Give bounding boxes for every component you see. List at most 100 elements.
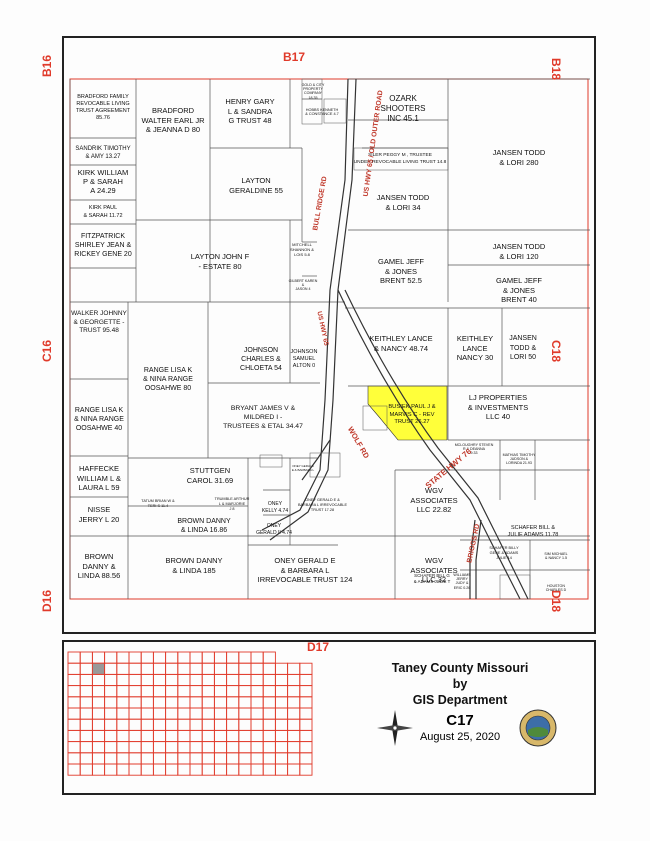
parcel-label: HENRY GARY L & SANDRA G TRUST 48 xyxy=(225,97,275,125)
parcel-label: GILBERT KAREN & JASON 4 xyxy=(288,279,318,292)
index-grid-cell xyxy=(201,696,215,709)
index-grid-cell xyxy=(67,718,81,731)
index-grid-cell xyxy=(79,696,93,709)
neighbor-top-left-label: B16 xyxy=(40,55,54,78)
parcel-label: WGV ASSOCIATES LLC 22.82 xyxy=(410,486,458,514)
index-grid-cell xyxy=(213,752,228,765)
index-grid-cell xyxy=(104,752,118,765)
index-grid-cell xyxy=(128,741,142,754)
neighbor-top-right-label: B18 xyxy=(549,58,563,81)
parcel-label: STUTTGEN CAROL 31.69 xyxy=(186,466,234,485)
index-grid-cell xyxy=(299,752,313,765)
parcel-label: KEITHLEY LANCE NANCY 30 xyxy=(456,334,494,362)
index-grid-cell xyxy=(299,763,313,776)
index-grid-cell xyxy=(165,741,179,754)
index-grid-cell xyxy=(140,718,154,731)
index-grid-cell xyxy=(201,651,215,664)
parcel-label: ONEY GERALD II 4.74 xyxy=(256,523,292,536)
index-grid-cell xyxy=(201,718,215,731)
index-grid-cell xyxy=(79,729,93,743)
index-grid-cell xyxy=(165,718,179,731)
sheet-date: August 25, 2020 xyxy=(419,731,501,743)
index-grid-cell xyxy=(91,752,106,765)
index-grid-cell xyxy=(116,685,130,698)
index-grid-cell xyxy=(287,673,301,687)
index-grid-cell xyxy=(79,707,93,720)
parcel-label: NISSE JERRY L 20 xyxy=(78,505,120,524)
index-grid-cell xyxy=(213,685,228,698)
index-grid-cell xyxy=(128,673,142,687)
index-grid-cell xyxy=(201,763,215,776)
index-grid-cell xyxy=(299,741,313,754)
index-grid-cell xyxy=(165,685,179,698)
index-grid-cell xyxy=(79,752,93,765)
index-grid-cell xyxy=(189,763,203,776)
index-grid-cell xyxy=(250,651,264,664)
parcel-label: TRUMBLE ARTHUR L & MARJORIE J 8 xyxy=(214,497,250,511)
index-grid-cell xyxy=(79,685,93,698)
index-grid-cell xyxy=(91,651,106,664)
index-grid-cell xyxy=(299,662,313,675)
parcel-label: OZARK SHOOTERS INC 45.1 xyxy=(380,94,426,123)
index-grid-cell xyxy=(201,707,215,720)
index-grid-cell xyxy=(262,763,276,776)
index-grid-cell xyxy=(177,718,191,731)
index-grid-cell xyxy=(67,763,81,776)
parcel-label: BRADFORD FAMILY REVOCABLE LIVING TRUST A… xyxy=(75,94,131,121)
index-grid-cell xyxy=(128,685,142,698)
index-grid-cell xyxy=(128,707,142,720)
index-grid-cell xyxy=(91,763,106,776)
parcel-label: FITZPATRICK SHIRLEY JEAN & RICKEY GENE 2… xyxy=(74,233,132,258)
county-seal-logo xyxy=(519,709,557,747)
index-grid-cell xyxy=(177,741,191,754)
index-grid-cell xyxy=(274,673,289,687)
index-grid-cell xyxy=(177,752,191,765)
index-grid-cell xyxy=(152,673,167,687)
index-grid-cell xyxy=(274,763,289,776)
parcel-label: JANSEN TODD & LORI 50 xyxy=(509,335,537,361)
index-grid-cell xyxy=(67,696,81,709)
index-grid-cell xyxy=(213,741,228,754)
index-grid-cell xyxy=(226,662,240,675)
parcel-label: SANDRIK TIMOTHY & AMY 13.27 xyxy=(75,146,131,160)
index-grid-cell xyxy=(262,752,276,765)
index-grid-cell xyxy=(201,752,215,765)
neighbor-bottom-left-label: D16 xyxy=(40,590,54,613)
index-grid-cell xyxy=(226,707,240,720)
index-grid-cell xyxy=(201,662,215,675)
index-grid-cell xyxy=(128,752,142,765)
index-grid-cell xyxy=(104,673,118,687)
index-grid-cell xyxy=(250,729,264,743)
parcel-label: JANSEN TODD & LORI 280 xyxy=(492,148,546,167)
index-grid-cell xyxy=(177,662,191,675)
county-title: Taney County Missouri xyxy=(391,661,529,675)
index-grid-cell xyxy=(140,651,154,664)
index-grid-cell xyxy=(238,685,252,698)
index-grid-cell xyxy=(91,729,106,743)
index-grid-cell xyxy=(91,685,106,698)
index-grid-cell xyxy=(189,707,203,720)
parcel-label: JOHNSON SAMUEL ALTON 0 xyxy=(290,349,318,369)
index-grid-cell xyxy=(140,741,154,754)
index-grid-cell xyxy=(287,696,301,709)
index-grid-cell xyxy=(262,651,276,664)
index-grid-cell xyxy=(79,718,93,731)
index-grid-cell xyxy=(238,673,252,687)
index-grid-cell xyxy=(238,651,252,664)
index-grid-cell xyxy=(189,651,203,664)
neighbor-bottom-label: D17 xyxy=(307,640,330,654)
index-grid-cell xyxy=(91,741,106,754)
index-grid-cell xyxy=(262,662,276,675)
index-grid-cell xyxy=(238,763,252,776)
parcel-label: SILER PEGGY M , TRUSTEE UNDER REVOCABLE … xyxy=(353,153,447,165)
index-grid-cell xyxy=(165,729,179,743)
index-grid-cell xyxy=(189,729,203,743)
parcel-label: WGV ASSOCIATES LLC 32 xyxy=(410,556,458,584)
index-grid-cell xyxy=(140,707,154,720)
index-grid xyxy=(67,651,313,776)
index-grid-cell xyxy=(189,696,203,709)
parcel-label: BROWN DANNY & LINDA 185 xyxy=(165,556,223,575)
index-grid-cell xyxy=(140,752,154,765)
index-grid-cell xyxy=(238,752,252,765)
neighbor-right-label: C18 xyxy=(549,340,563,363)
